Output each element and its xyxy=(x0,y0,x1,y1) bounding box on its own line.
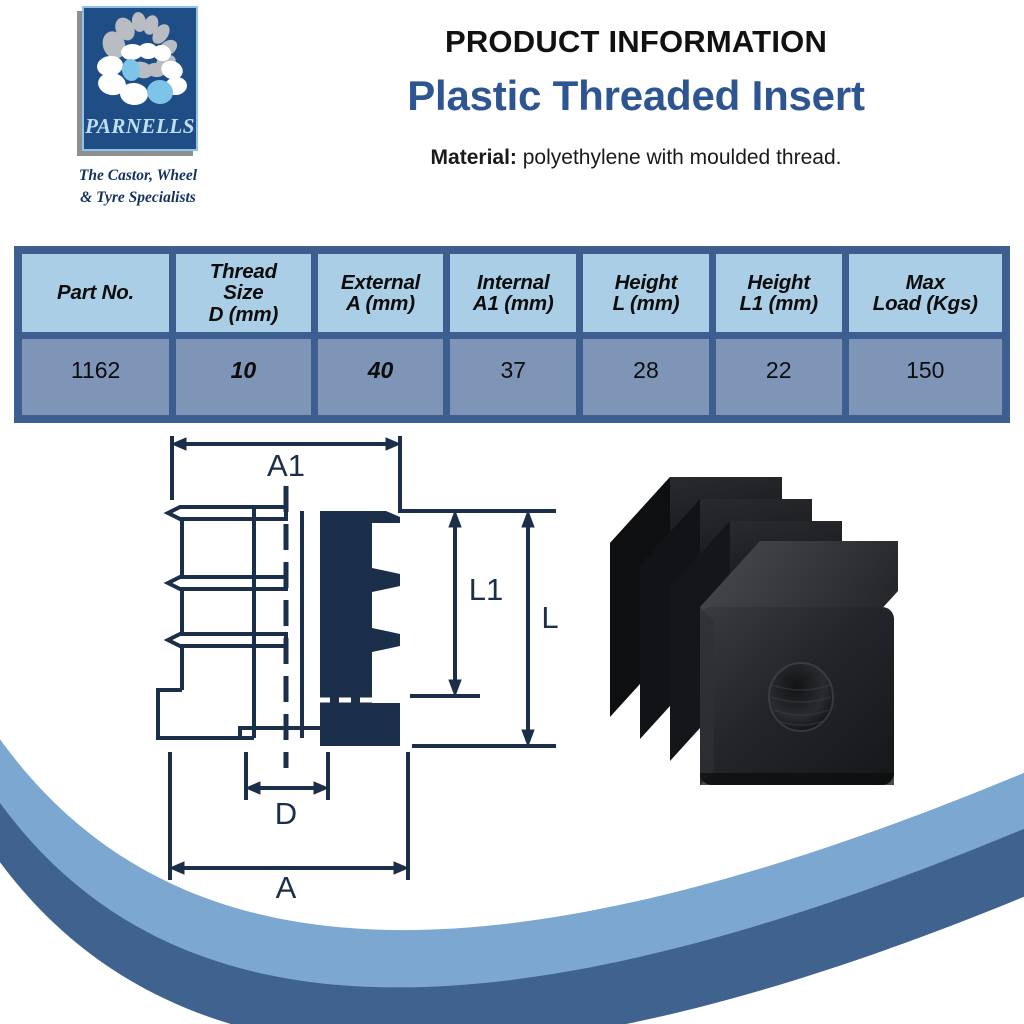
threaded-insert-photo-illustration xyxy=(610,477,898,785)
flange-outline-left xyxy=(156,688,254,740)
a1-arrow-right-icon xyxy=(385,437,402,451)
a1-arrow-left-icon xyxy=(170,437,187,451)
flange-step-left xyxy=(238,726,320,738)
front-face-edge-highlight xyxy=(700,607,714,785)
brand-tagline: The Castor, Wheel & Tyre Specialists xyxy=(18,165,258,209)
fin-barb-2 xyxy=(163,575,288,591)
dimensioned-section-drawing: A1 xyxy=(156,436,559,905)
page-title: Plastic Threaded Insert xyxy=(407,72,865,119)
section-barb-3 xyxy=(372,628,400,652)
dimension-label-d: D xyxy=(275,796,297,831)
d-arrow-right-icon xyxy=(313,781,330,795)
cell-internal-a1: 37 xyxy=(450,339,577,415)
material-value: polyethylene with moulded thread. xyxy=(522,146,842,169)
cell-height-l: 28 xyxy=(583,339,709,415)
title-block: PRODUCT INFORMATION Plastic Threaded Ins… xyxy=(262,0,1010,170)
fin-barb-1 xyxy=(163,505,288,521)
pebble-ring-logo-icon xyxy=(97,12,187,106)
section-skirt xyxy=(320,703,400,746)
d-arrow-left-icon xyxy=(244,781,261,795)
brand-tagline-line-1: The Castor, Wheel xyxy=(78,167,198,184)
fin-barb-3 xyxy=(163,632,288,648)
cell-height-l1: 22 xyxy=(715,339,842,415)
section-barb-1 xyxy=(372,511,400,523)
l-arrow-up-icon xyxy=(521,509,535,528)
cell-part-no: 1162 xyxy=(22,339,170,415)
dimension-label-l1: L1 xyxy=(469,572,503,607)
section-barb-2 xyxy=(372,568,400,592)
table-row: 1162 10 40 37 28 22 150 xyxy=(22,339,1002,415)
material-label: Material: xyxy=(430,146,517,169)
technical-drawing: A1 xyxy=(150,428,570,905)
dimension-label-l: L xyxy=(541,600,558,635)
brand-tagline-line-2: & Tyre Specialists xyxy=(80,189,196,206)
logo-wordmark: PARNELLS xyxy=(85,114,195,138)
page-header: PARNELLS The Castor, Wheel & Tyre Specia… xyxy=(0,0,1024,232)
cell-external-a: 40 xyxy=(317,339,444,415)
front-face-bottom-shadow xyxy=(700,773,894,785)
a-arrow-left-icon xyxy=(168,861,185,875)
l-arrow-down-icon xyxy=(521,729,535,748)
a-arrow-right-icon xyxy=(393,861,410,875)
l1-arrow-down-icon xyxy=(448,679,462,698)
l1-arrow-up-icon xyxy=(448,509,462,528)
threaded-hole-rim xyxy=(768,662,834,732)
dimension-label-a: A xyxy=(276,870,297,898)
parnells-logo-card: PARNELLS xyxy=(82,6,198,151)
page-kicker: PRODUCT INFORMATION xyxy=(444,24,828,59)
brand-logo-block: PARNELLS The Castor, Wheel & Tyre Specia… xyxy=(18,4,258,209)
thread-grooves xyxy=(770,684,832,726)
cell-max-load: 150 xyxy=(848,339,1002,415)
product-photo xyxy=(596,465,926,820)
logo-card-wrapper: PARNELLS xyxy=(77,6,199,156)
cell-thread-size: 10 xyxy=(176,339,311,415)
material-line: Material: polyethylene with moulded thre… xyxy=(262,146,1010,170)
section-body xyxy=(320,511,372,738)
column-header-part-no: Part No. xyxy=(22,254,170,332)
dimension-label-a1: A1 xyxy=(267,448,305,483)
